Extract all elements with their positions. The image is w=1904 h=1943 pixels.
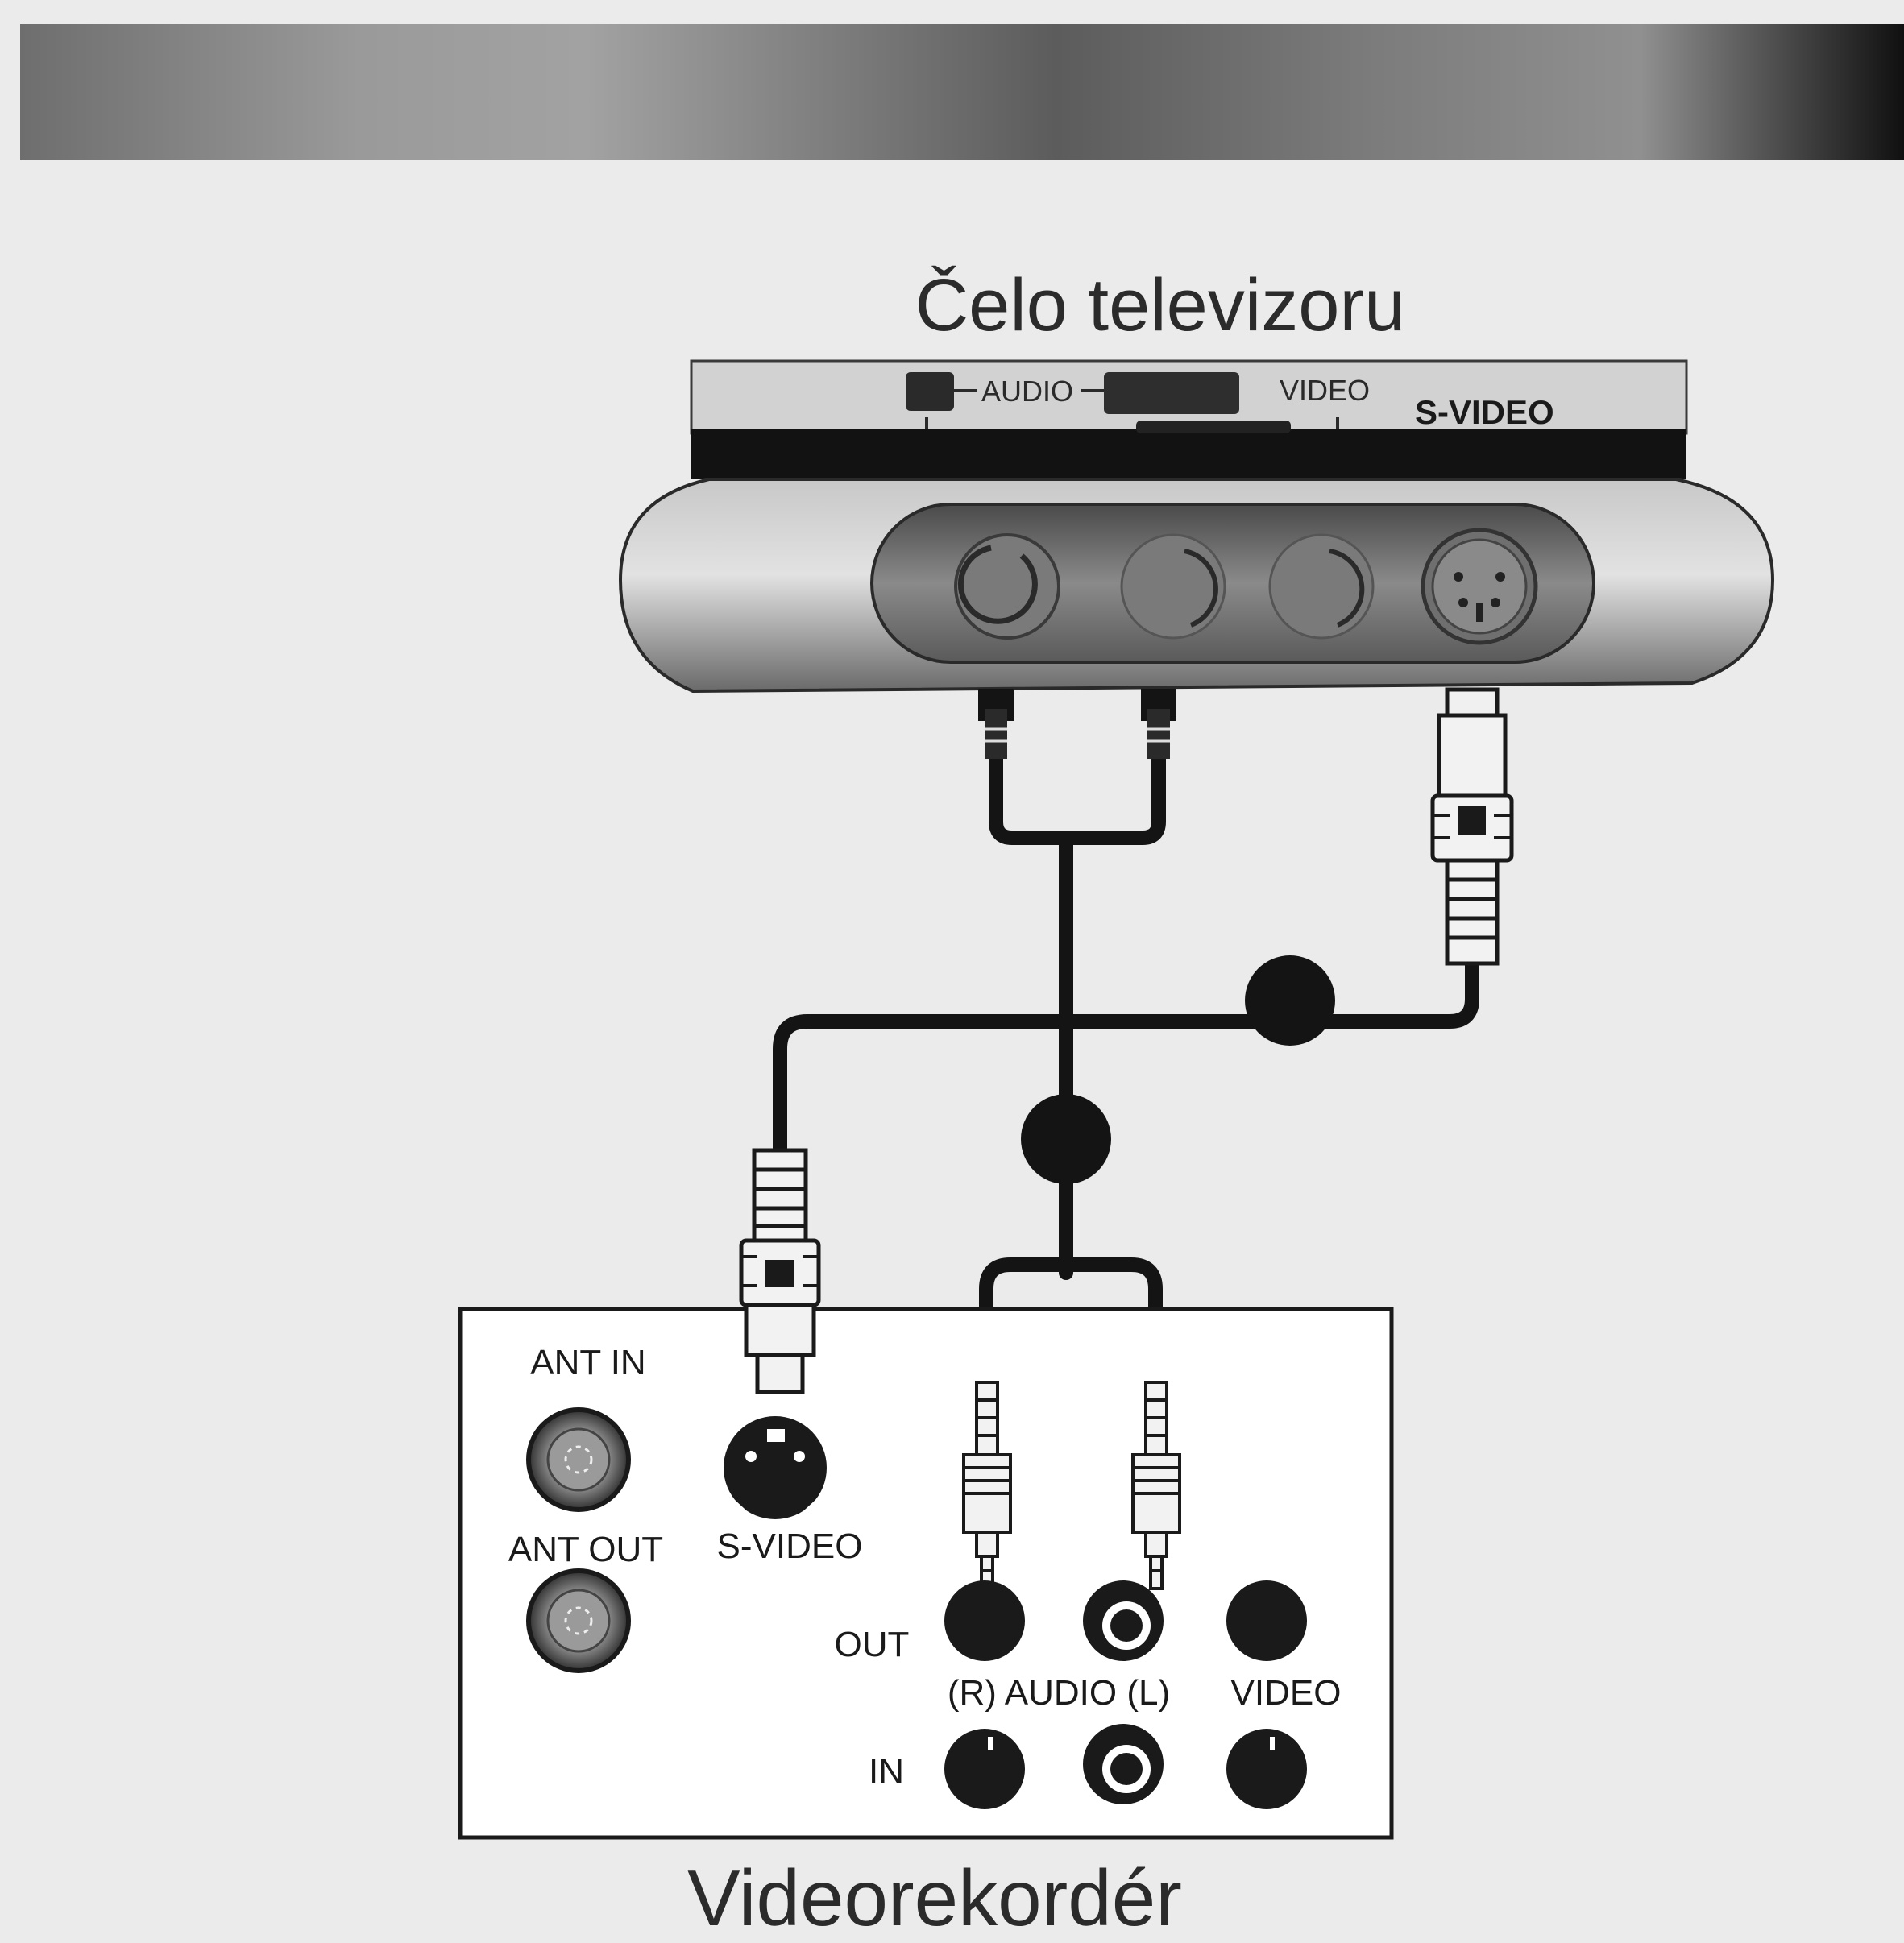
antenna-jack-icon[interactable] [526,1407,631,1512]
tv-audio-label: AUDIO [981,375,1073,408]
tv-title: Čelo televizoru [915,264,1406,346]
rca-jack-icon[interactable] [1083,1580,1164,1661]
vcr-audio-label: (R) AUDIO (L) [948,1673,1170,1713]
vcr-ant-out-label: ANT OUT [508,1530,663,1569]
header-band [20,24,1904,160]
rca-jack-icon[interactable] [944,1729,1025,1809]
rca-jack-icon[interactable] [1226,1580,1307,1661]
rca-plug-icon [1141,689,1176,759]
svideo-cable-ferrite [1245,955,1335,1046]
tv-audio-r-jack[interactable] [954,533,1060,640]
vcr-video-label: VIDEO [1231,1673,1342,1713]
tv-video-jack[interactable] [1268,533,1375,640]
tv-audio-l-jack[interactable] [1120,533,1226,640]
vcr-title: Videorekordér [687,1854,1182,1942]
tv-video-label: VIDEO [1280,374,1370,407]
rca-jack-icon[interactable] [1226,1729,1307,1809]
tv-svideo-label: S-VIDEO [1415,393,1554,431]
rca-plug-icon [1131,1381,1181,1590]
rca-jack-icon[interactable] [1083,1724,1164,1804]
vcr-ant-in-label: ANT IN [530,1343,645,1382]
audio-indicator-right [1104,372,1239,414]
audio-indicator-left [906,372,954,411]
svideo-plug-icon [1430,687,1514,966]
cables [773,742,1479,1390]
tv-svideo-jack[interactable] [1421,528,1538,645]
antenna-jack-icon[interactable] [526,1568,631,1673]
rca-plug-icon [978,689,1014,759]
vcr-out-label: OUT [835,1625,910,1664]
svideo-plug-icon [739,1148,821,1394]
rca-plug-icon [962,1381,1012,1590]
tv-front-panel: AUDIO VIDEO S-VIDEO [618,359,1775,694]
audio-cable-ferrite [1021,1094,1111,1184]
rca-jack-icon[interactable] [944,1580,1025,1661]
vcr-in-label: IN [869,1752,904,1792]
vcr-svideo-label: S-VIDEO [717,1527,863,1566]
svideo-jack-icon[interactable] [724,1416,827,1519]
